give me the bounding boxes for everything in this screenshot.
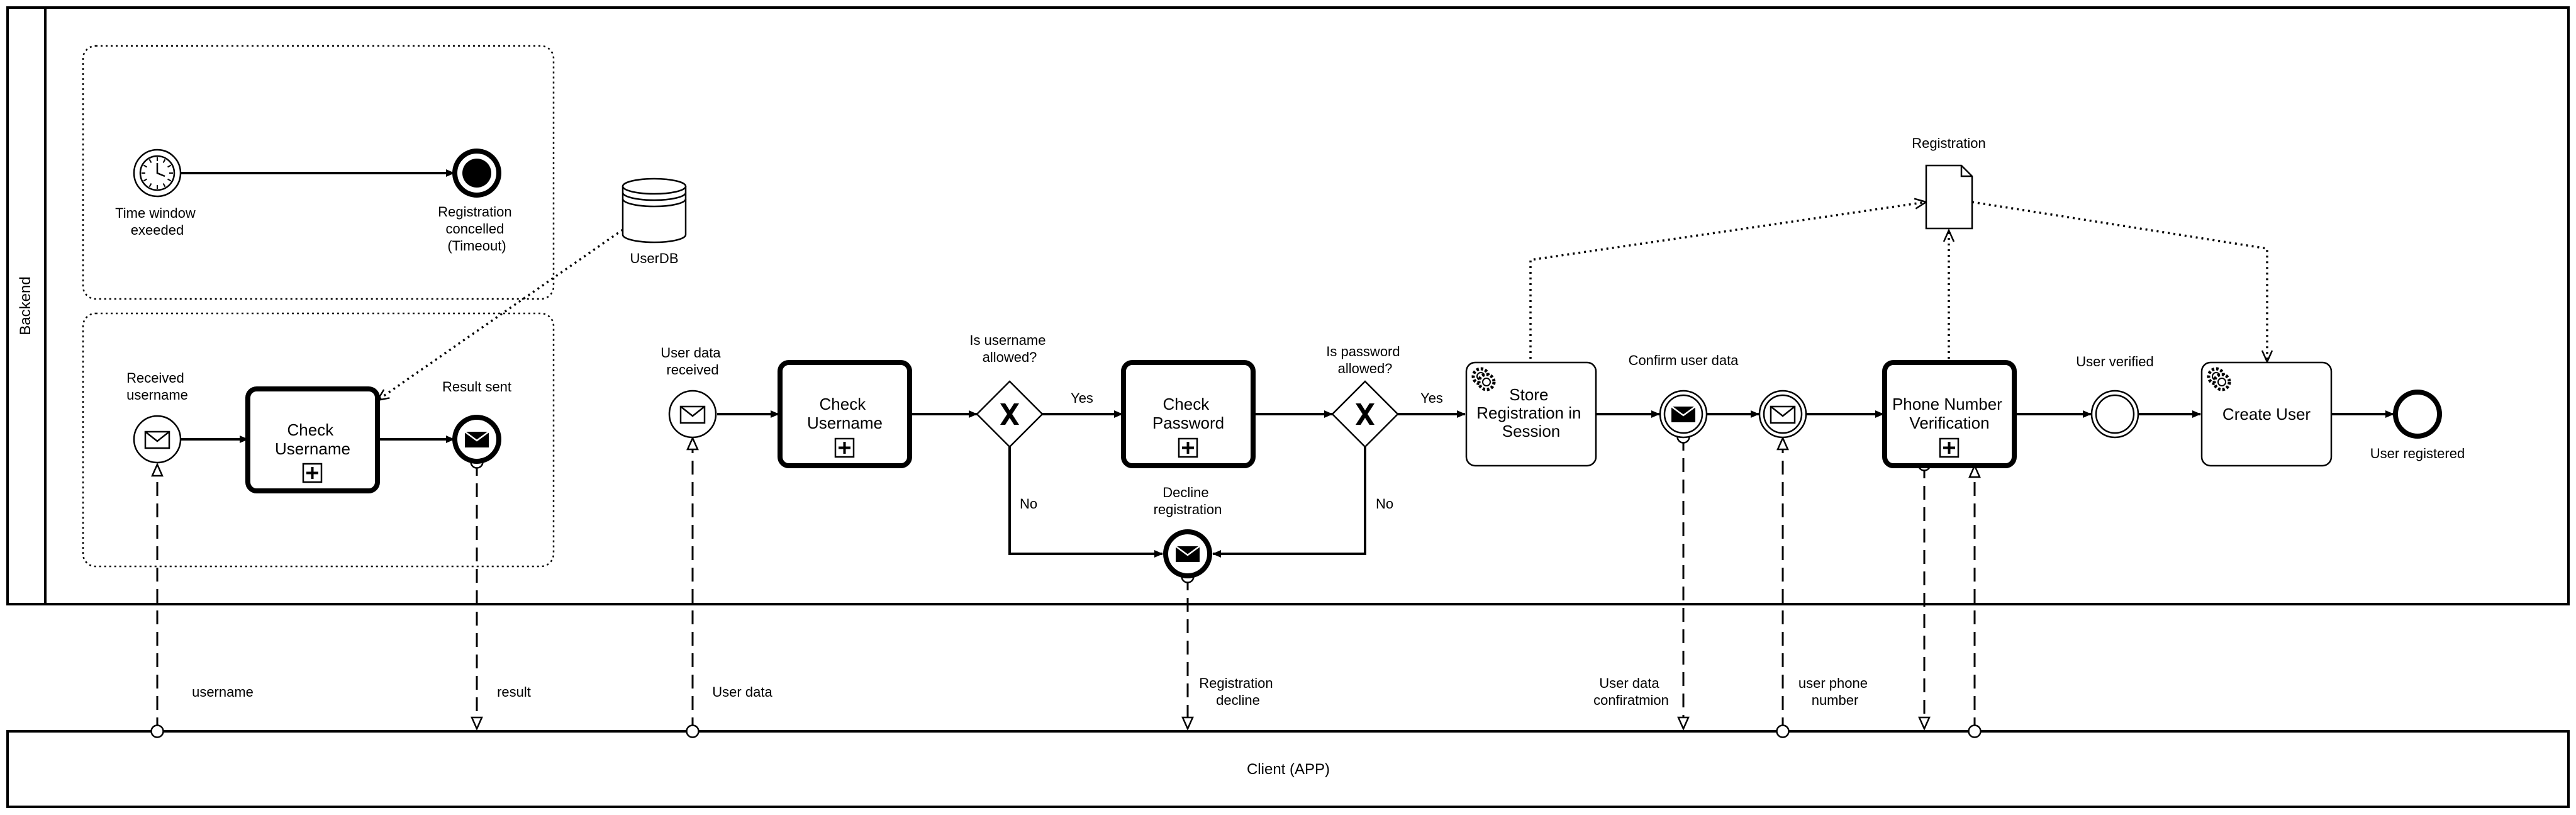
gear-icon [1471, 367, 1496, 391]
receive-phone-number-event [1758, 390, 1807, 439]
client-pool-label: Client (APP) [1247, 761, 1330, 778]
gear-icon [2207, 367, 2231, 391]
exclusive-x-icon [1356, 403, 1374, 425]
message-flows [157, 437, 1975, 731]
password-allowed-label: Is password allowed? [1326, 344, 1404, 376]
svg-text:Check Username: Check Username [807, 395, 883, 432]
svg-text:Check Password: Check Password [1152, 395, 1224, 432]
confirm-user-data-label: Confirm user data [1629, 352, 1739, 368]
database-icon [622, 177, 687, 244]
check-username-subprocess-2: Check Username [778, 360, 912, 468]
check-password-subprocess: Check Password [1121, 360, 1256, 468]
user-data-received-event [668, 390, 717, 439]
timer-start-event [133, 149, 182, 198]
envelope-icon [464, 430, 489, 447]
envelope-icon [1770, 405, 1796, 424]
envelope-icon [679, 405, 706, 424]
time-window-label: Time window exeeded [115, 205, 199, 238]
result-sent-label: Result sent [442, 379, 511, 395]
create-user-label: Create User [2222, 405, 2311, 424]
assoc-userdb [377, 228, 623, 400]
backend-pool: Backend [6, 6, 2570, 605]
username-allowed-gateway [976, 380, 1044, 448]
msg-user-data-confirmation-label: User data confiratmion [1593, 675, 1669, 708]
plus-marker-icon [302, 463, 323, 483]
received-username-event [133, 415, 182, 464]
confirm-user-data-event [1659, 390, 1708, 439]
yes-label-2: Yes [1420, 390, 1443, 406]
svg-text:Check Username: Check Username [275, 420, 350, 458]
sequence-flows [181, 169, 2394, 558]
no-label-2: No [1376, 496, 1393, 512]
timeout-end-label: Registration concelled (Timeout) [438, 204, 516, 254]
svg-text:Store Registration in: Store Registration in Session [1476, 385, 1585, 441]
flow-no-2 [1212, 447, 1366, 558]
envelope-icon [1671, 405, 1696, 422]
data-associations [377, 202, 2267, 400]
check-username-event-subprocess [82, 312, 555, 568]
assoc-registration-to-create [1971, 201, 2267, 362]
clock-icon [139, 155, 176, 191]
username-allowed-label: Is username allowed? [969, 332, 1049, 365]
userdb-label: UserDB [630, 250, 678, 266]
registration-label: Registration [1912, 135, 1985, 151]
user-data-received-label: User data received [661, 345, 725, 378]
msg-registration-decline-label: Registration decline [1199, 675, 1277, 708]
decline-registration-event [1163, 529, 1212, 578]
userdb-datastore [622, 177, 687, 244]
svg-text:Phone Number Verificatio: Phone Number Verification [1892, 395, 2007, 432]
plus-marker-icon [834, 437, 855, 458]
terminate-end-event [452, 149, 501, 198]
assoc-store-to-registration [1529, 202, 1926, 359]
backend-pool-label: Backend [17, 276, 34, 335]
user-registered-event [2393, 390, 2442, 439]
document-icon [1925, 164, 1973, 230]
envelope-icon [144, 430, 170, 449]
user-verified-label: User verified [2076, 354, 2153, 369]
user-registered-label: User registered [2370, 446, 2465, 461]
decline-registration-label: Decline registration [1154, 485, 1222, 517]
plus-marker-icon [1939, 437, 1960, 458]
client-pool: Client (APP) [6, 730, 2570, 808]
phone-verification-subprocess: Phone Number Verification [1882, 360, 2017, 468]
registration-data-object [1925, 164, 1973, 230]
create-user-task: Create User [2200, 361, 2333, 467]
user-verified-event [2090, 390, 2139, 439]
msg-result-label: result [497, 684, 531, 700]
received-username-label: Received username [126, 370, 188, 403]
yes-label-1: Yes [1071, 390, 1093, 406]
flow-no-1 [1008, 447, 1163, 558]
msg-username-label: username [192, 684, 254, 700]
msg-user-phone-number-label: user phone number [1798, 675, 1871, 708]
timeout-event-subprocess [82, 45, 555, 300]
envelope-icon [1175, 545, 1200, 562]
msg-user-data-label: User data [712, 684, 772, 700]
no-label-1: No [1020, 496, 1037, 512]
password-allowed-gateway [1331, 380, 1399, 448]
result-sent-event [452, 415, 501, 464]
exclusive-x-icon [1000, 403, 1019, 425]
store-registration-task: Store Registration in Session [1465, 361, 1597, 467]
check-username-subprocess-1: Check Username [245, 386, 380, 493]
plus-marker-icon [1178, 437, 1198, 458]
